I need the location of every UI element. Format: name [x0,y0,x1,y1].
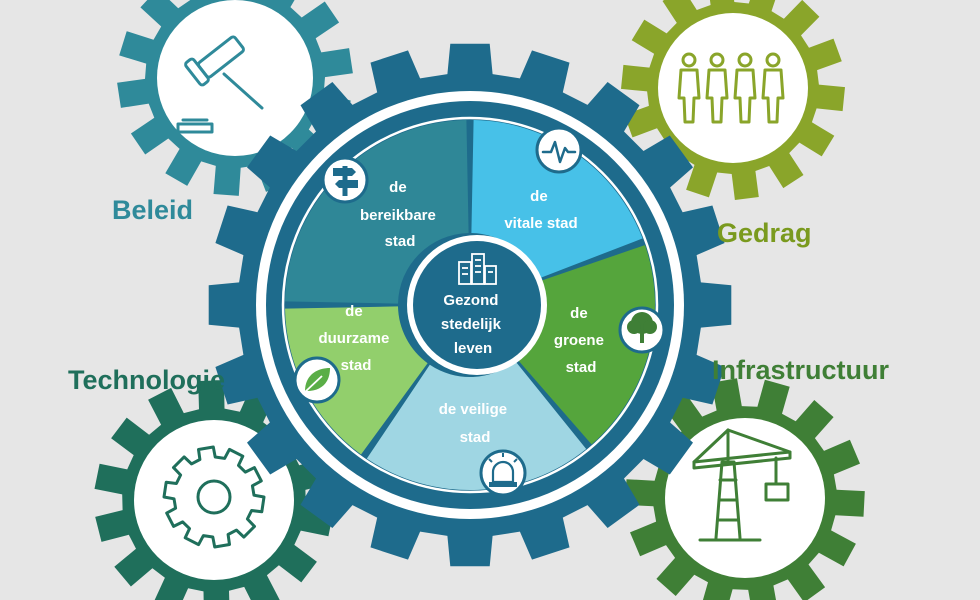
segment-groene-label: de groene stad [554,305,608,376]
infrastructuur-gear [625,378,865,600]
segment-vitale [471,120,643,280]
segment-bereikbare [285,120,469,304]
segment-bereikbare-label: de bereikbare stad [360,179,440,250]
segment-veilige [366,361,587,491]
people-icon [677,52,785,124]
gavel-icon [176,35,264,134]
city-buildings-icon [458,253,497,285]
gear-icon [162,445,266,549]
signpost-icon [321,156,369,204]
alarm-light-icon [479,449,527,497]
central-gear-thin-ring [281,116,659,494]
segment-duurzame-label: de duurzame stad [318,303,393,374]
technologie-label: Technologie [68,365,225,395]
segment-groene [517,245,655,445]
crane-icon [692,428,792,542]
heartbeat-icon [535,126,583,174]
hub [413,241,541,369]
segment-duurzame [285,306,428,455]
segment-vitale-label: de vitale stad [504,188,577,232]
hub-label: Gezond stedelijk leven [441,292,505,357]
beleid-gear-inner [157,0,313,156]
tree-icon [618,306,666,354]
central-gear: de bereikbare stad de vitale stad de gro… [208,43,732,567]
gedrag-gear-inner [658,13,808,163]
technologie-gear [94,380,334,600]
gedrag-label: Gedrag [717,218,812,248]
beleid-label: Beleid [112,195,193,225]
beleid-gear [117,0,353,196]
technologie-gear-inner [134,420,294,580]
infrastructuur-label: Infrastructuur [712,355,890,385]
segment-veilige-label: de veilige stad [439,401,512,446]
leaf-icon [293,356,341,404]
